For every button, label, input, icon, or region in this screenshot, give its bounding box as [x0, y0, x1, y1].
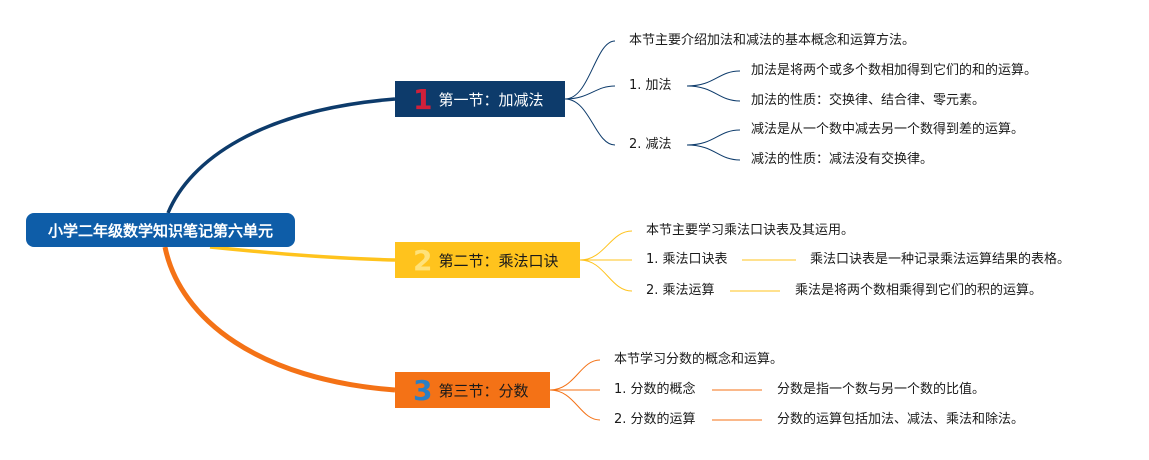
link-root-section3	[162, 246, 396, 393]
section-1-topic-2[interactable]: 2. 减法	[629, 137, 672, 152]
section-3-topic-2-detail-1[interactable]: 分数的运算包括加法、减法、乘法和除法。	[777, 412, 1025, 427]
section-1-topic-1-detail-1[interactable]: 加法是将两个或多个数相加得到它们的和的运算。	[751, 63, 1038, 78]
link-s2-t2-d1	[686, 129, 741, 146]
section-3-topic-2[interactable]: 2. 分数的运算	[614, 412, 696, 427]
link-root-section2	[209, 245, 396, 262]
section-1-title: 第一节：加减法	[438, 90, 544, 109]
section-1-intro[interactable]: 本节主要介绍加法和减法的基本概念和运算方法。	[629, 33, 916, 48]
section-2-topic-1-detail-1[interactable]: 乘法口诀表是一种记录乘法运算结果的表格。	[810, 252, 1071, 267]
link-root-section1	[166, 97, 396, 214]
link-s1-topic2	[564, 98, 616, 146]
link-s2-intro	[579, 230, 633, 261]
section-2-title: 第二节：乘法口诀	[438, 251, 559, 270]
link-s1-topic1	[564, 85, 616, 100]
root-topic[interactable]: 小学二年级数学知识笔记第六单元	[26, 213, 295, 247]
link-s1-t1-d1	[686, 70, 741, 87]
link-s1-intro	[564, 40, 616, 100]
section-1-topic-1[interactable]: 1. 加法	[629, 78, 672, 93]
section-2-intro[interactable]: 本节主要学习乘法口诀表及其运用。	[646, 223, 855, 238]
link-s1-t1-d2	[686, 85, 741, 102]
root-topic-label: 小学二年级数学知识笔记第六单元	[47, 221, 273, 240]
section-1-topic-2-detail-2[interactable]: 减法的性质：减法没有交换律。	[751, 152, 934, 167]
section-1-topic-2-detail-1[interactable]: 减法是从一个数中减去另一个数得到差的运算。	[751, 122, 1025, 137]
section-3-title: 第三节：分数	[438, 381, 529, 400]
section-3-topic[interactable]: 3 第三节：分数	[395, 372, 550, 408]
link-s3-topic2	[549, 389, 601, 421]
section-3-topic-1[interactable]: 1. 分数的概念	[614, 382, 696, 397]
section-2-topic-2[interactable]: 2. 乘法运算	[646, 283, 715, 298]
section-3-topic-1-detail-1[interactable]: 分数是指一个数与另一个数的比值。	[777, 382, 986, 397]
section-1-topic[interactable]: 1 第一节：加减法	[395, 81, 565, 117]
section-3-number: 3	[413, 373, 433, 407]
section-2-topic-1[interactable]: 1. 乘法口诀表	[646, 252, 728, 267]
link-s2-topic2	[579, 259, 633, 292]
link-s2-t2-d2	[686, 144, 741, 161]
section-3-intro[interactable]: 本节学习分数的概念和运算。	[614, 352, 784, 367]
link-s3-intro	[549, 359, 601, 391]
section-2-topic-2-detail-1[interactable]: 乘法是将两个数相乘得到它们的积的运算。	[795, 283, 1043, 298]
section-2-number: 2	[413, 243, 433, 277]
section-2-topic[interactable]: 2 第二节：乘法口诀	[395, 242, 580, 278]
section-1-topic-1-detail-2[interactable]: 加法的性质：交换律、结合律、零元素。	[751, 93, 986, 108]
section-1-number: 1	[413, 82, 433, 116]
